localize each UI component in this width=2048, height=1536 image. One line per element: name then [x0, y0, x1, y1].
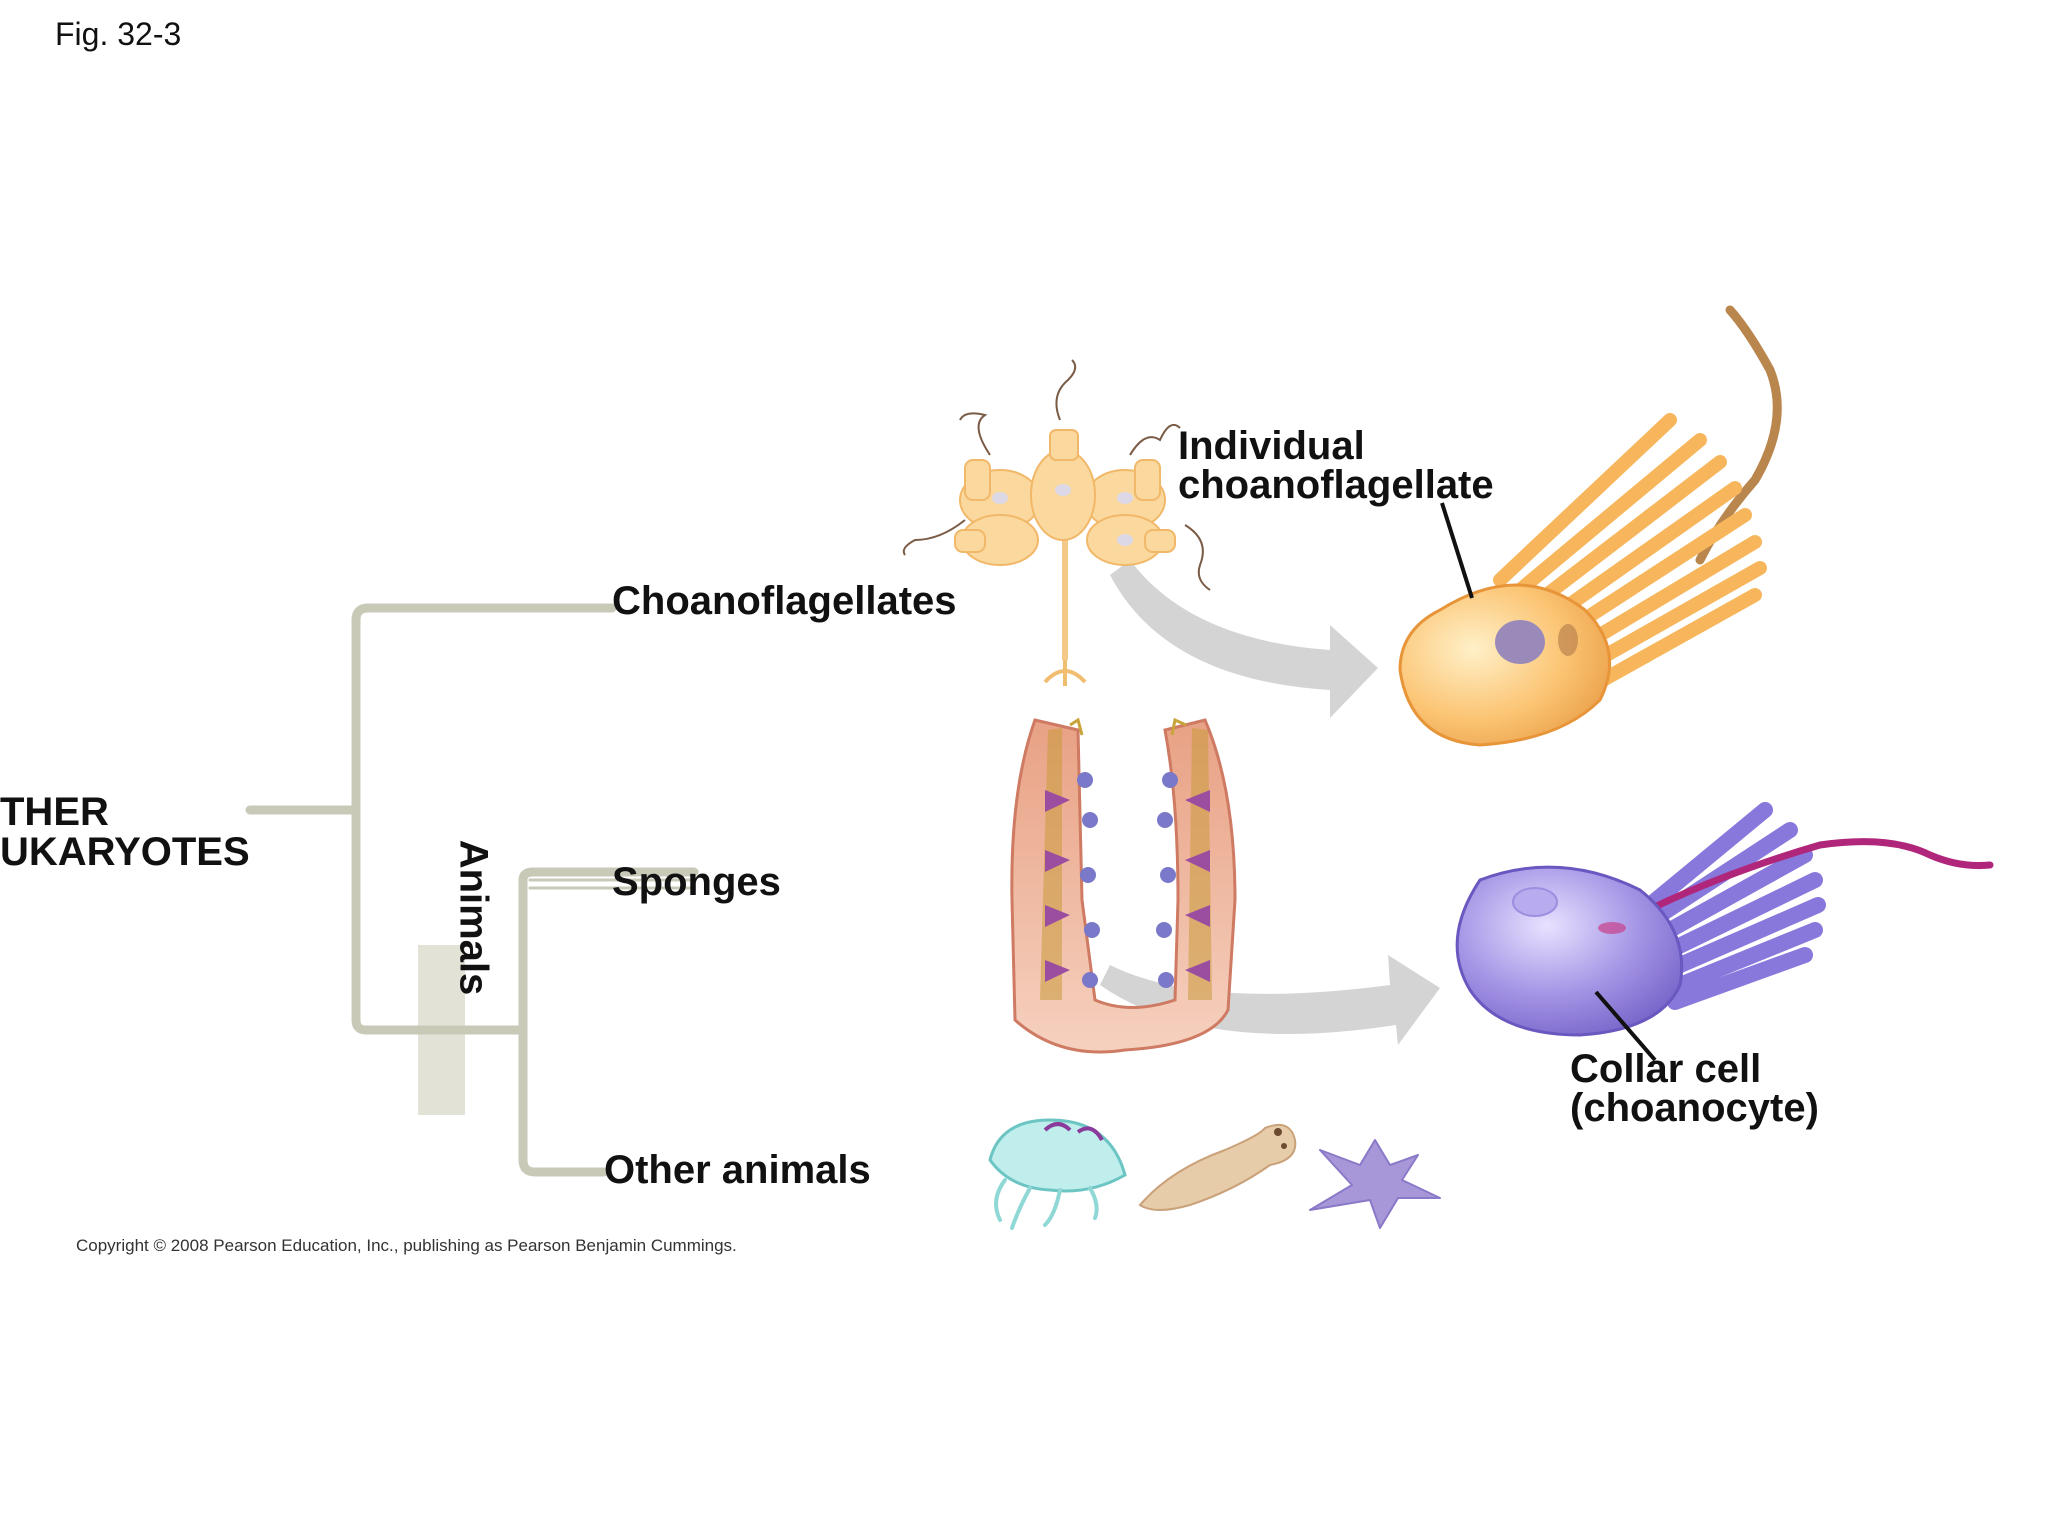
- collar-cell-label-line1: Collar cell: [1570, 1047, 1762, 1091]
- figure-number: Fig. 32-3: [55, 16, 182, 52]
- collar-cell-icon: [1455, 802, 1994, 1037]
- collar-cell-label-line2: (choanocyte): [1570, 1086, 1819, 1130]
- main-node-branch: [351, 615, 528, 1035]
- animals-clade-label: Animals: [451, 839, 496, 996]
- choanoflagellates-branch: [351, 603, 617, 625]
- individual-callout-line: [1440, 502, 1474, 599]
- arrow-choano: [1110, 560, 1378, 718]
- root-label-line2: UKARYOTES: [0, 830, 250, 874]
- other-animals-label: Other animals: [604, 1148, 871, 1192]
- jellyfish-icon: [988, 1118, 1127, 1230]
- choanoflagellate-cell-icon: [1398, 305, 1782, 747]
- sea-star-icon: [1309, 1139, 1441, 1229]
- phylogenetic-tree: [245, 603, 699, 1177]
- choanoflagellates-label: Choanoflagellates: [612, 579, 957, 623]
- copyright-notice: Copyright © 2008 Pearson Education, Inc.…: [76, 1236, 737, 1255]
- individual-choanoflagellate-label-line1: Individual: [1178, 424, 1365, 468]
- colony-icon: [902, 359, 1211, 686]
- individual-choanoflagellate-label-line2: choanoflagellate: [1178, 463, 1494, 507]
- sponges-branch: [518, 867, 699, 885]
- animals-node-branch: [518, 875, 609, 1177]
- collar-callout-line: [1594, 990, 1657, 1062]
- root-label-line1: THER: [0, 790, 109, 834]
- sponges-label: Sponges: [612, 860, 781, 904]
- sponge-icon: [1010, 717, 1237, 1054]
- flatworm-icon: [1138, 1124, 1297, 1211]
